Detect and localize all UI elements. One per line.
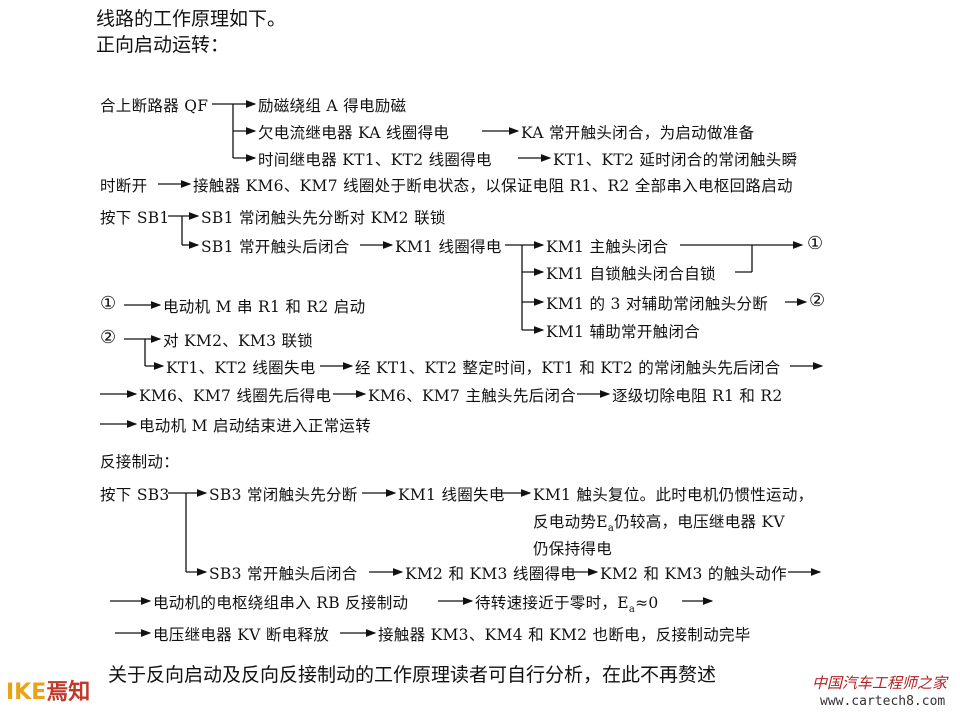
step-km1-main: KM1 主触头闭合 bbox=[546, 238, 669, 256]
ike-logo: IKE焉知 bbox=[6, 680, 91, 705]
footer-note: 关于反向启动及反向反接制动的工作原理读者可自行分析，在此不再赘述 bbox=[108, 664, 717, 686]
ref-1: ① bbox=[807, 233, 824, 254]
intro-text: 线路的工作原理如下。 bbox=[96, 8, 287, 30]
step-normal-run: 电动机 M 启动结束进入正常运转 bbox=[139, 417, 372, 435]
sb3-label: 按下 SB3 bbox=[100, 486, 170, 504]
step-sb1-no: SB1 常开触头后闭合 bbox=[201, 238, 350, 256]
step-ka-contact: KA 常开触头闭合，为启动做准备 bbox=[521, 124, 755, 142]
step-kv-on: 仍保持得电 bbox=[533, 540, 613, 558]
step-km1-coil: KM1 线圈得电 bbox=[395, 238, 502, 256]
step-sb3-no: SB3 常开触头后闭合 bbox=[209, 565, 358, 583]
step-ka-coil: 欠电流继电器 KA 线圈得电 bbox=[258, 124, 450, 142]
step-braking-done: 接触器 KM3、KM4 和 KM2 也断电，反接制动完毕 bbox=[378, 626, 751, 644]
step-km1-off: KM1 线圈失电 bbox=[398, 486, 505, 504]
step-km1-selflock: KM1 自锁触头闭合自锁 bbox=[546, 265, 716, 283]
step-km6-km7-on: KM6、KM7 线圈先后得电 bbox=[139, 387, 332, 405]
step-reverse-braking: 电动机的电枢绕组串入 RB 反接制动 bbox=[153, 594, 409, 612]
step-cut-resistors: 逐级切除电阻 R1 和 R2 bbox=[612, 387, 783, 405]
step-kt-off: KT1、KT2 线圈失电 bbox=[166, 359, 316, 377]
ref-1-start: ① bbox=[100, 293, 117, 314]
step-motor-start: 电动机 M 串 R1 和 R2 启动 bbox=[163, 298, 366, 316]
step-km6-km7-off: 接触器 KM6、KM7 线圈处于断电状态，以保证电阻 R1、R2 全部串入电枢回… bbox=[193, 177, 793, 195]
step-kt-close: 经 KT1、KT2 整定时间，KT1 和 KT2 的常闭触头先后闭合 bbox=[355, 359, 781, 377]
ref-2: ② bbox=[809, 290, 826, 311]
step-km1-aux-nc: KM1 的 3 对辅助常闭触头分断 bbox=[546, 295, 769, 313]
step-kt-open: 时断开 bbox=[100, 177, 148, 195]
step-kt-contact: KT1、KT2 延时闭合的常闭触头瞬 bbox=[553, 151, 798, 169]
watermark-title: 中国汽车工程师之家 bbox=[812, 674, 948, 692]
watermark-url: www.cartech8.com bbox=[820, 694, 946, 709]
step-speed-zero: 待转速接近于零时，Ea≈0 bbox=[475, 594, 659, 616]
step-sb1-nc: SB1 常闭触头先分断对 KM2 联锁 bbox=[201, 209, 446, 227]
step-km6-km7-main: KM6、KM7 主触头先后闭合 bbox=[368, 387, 577, 405]
step-km1-aux-no: KM1 辅助常开触闭合 bbox=[546, 323, 701, 341]
step-back-emf: 反电动势Ea仍较高，电压继电器 KV bbox=[533, 513, 785, 535]
step-km1-reset: KM1 触头复位。此时电机仍惯性运动， bbox=[533, 486, 814, 504]
sb1-label: 按下 SB1 bbox=[100, 209, 170, 227]
ref-2-start: ② bbox=[100, 327, 117, 348]
step-km2-km3-lock: 对 KM2、KM3 联锁 bbox=[163, 332, 314, 350]
section-title-forward: 正向启动运转： bbox=[96, 34, 230, 56]
step-sb3-nc: SB3 常闭触头先分断 bbox=[209, 486, 358, 504]
step-excitation: 励磁绕组 A 得电励磁 bbox=[258, 97, 407, 115]
step-km2-km3-contact: KM2 和 KM3 的触头动作 bbox=[600, 565, 787, 583]
step-kv-release: 电压继电器 KV 断电释放 bbox=[153, 626, 330, 644]
step-kt-coil: 时间继电器 KT1、KT2 线圈得电 bbox=[258, 151, 492, 169]
section-title-braking: 反接制动： bbox=[100, 453, 180, 471]
step-km2-km3-coil: KM2 和 KM3 线圈得电 bbox=[405, 565, 577, 583]
qf-label: 合上断路器 QF bbox=[100, 97, 209, 115]
